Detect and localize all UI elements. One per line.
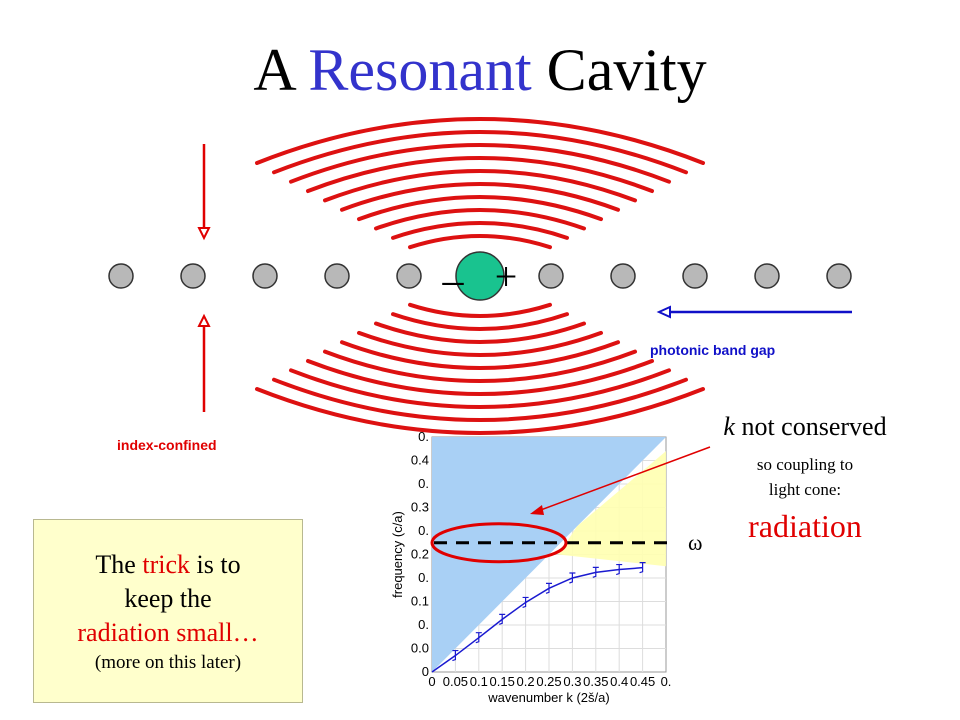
hole [826, 263, 852, 289]
wavefront-arc [306, 358, 654, 396]
hole [180, 263, 206, 289]
band-point [475, 632, 482, 644]
x-tick-label: 0.1 [470, 674, 488, 689]
wavefront-arc [408, 234, 552, 250]
band-point [569, 572, 576, 584]
gap-region [558, 451, 666, 567]
pointer-arrow [537, 446, 711, 512]
radiation-ellipse [430, 522, 568, 564]
title-accent: Resonant [308, 37, 532, 103]
x-tick-label: 0.35 [583, 674, 608, 689]
index-arrow-top-head [197, 227, 211, 241]
band-point [545, 582, 552, 594]
x-tick-label: 0.45 [630, 674, 655, 689]
x-tick-label: 0.15 [490, 674, 515, 689]
hole [538, 263, 564, 289]
hole [324, 263, 350, 289]
wavefront-arc [255, 117, 705, 165]
y-tick-label: 0.0 [411, 641, 429, 656]
band-point [499, 613, 506, 625]
hole [754, 263, 780, 289]
band-point [616, 563, 623, 576]
radiation-wavefronts [255, 117, 705, 435]
pbg-arrow-head [656, 305, 671, 319]
x-tick-label: 0. [661, 674, 672, 689]
wavefront-arc [323, 169, 637, 203]
index-arrow-bottom-head [197, 313, 211, 327]
band-curve [431, 566, 643, 673]
wavefront-arc [357, 330, 603, 357]
y-axis-label: frequency (c/a) [390, 511, 405, 598]
hole [108, 263, 134, 289]
wavefront-arc [374, 208, 586, 231]
y-tick-label: 0.1 [411, 594, 429, 609]
pointer-arrow-head [530, 505, 544, 515]
wavefront-arc [408, 302, 552, 318]
wavefront-arc [272, 377, 688, 422]
x-tick-label: 0.4 [610, 674, 628, 689]
radiation-label: radiation [748, 508, 862, 544]
note-box: The trick is to keep the radiation small… [33, 519, 303, 703]
wavefront-arc [340, 340, 620, 370]
wavefront-arc [289, 368, 671, 409]
k-not-conserved: k not conserved [723, 412, 887, 441]
cavity-defect [455, 251, 505, 301]
y-tick-label: 0. [418, 429, 429, 444]
band-point [639, 562, 646, 574]
y-tick-label: 0. [418, 476, 429, 491]
y-tick-label: 0.3 [411, 500, 429, 515]
y-tick-label: 0. [418, 617, 429, 632]
photonic-band-gap-label: photonic band gap [650, 342, 776, 358]
wavefront-arc [357, 195, 603, 222]
y-tick-label: 0 [422, 664, 429, 679]
x-tick-label: 0 [428, 674, 435, 689]
hole-row [108, 263, 852, 289]
band-point [522, 596, 529, 609]
y-tick-label: 0. [418, 523, 429, 538]
x-tick-label: 0.25 [536, 674, 561, 689]
band-point [452, 649, 459, 662]
hole [682, 263, 708, 289]
band-point [592, 566, 599, 578]
wavefront-arc [391, 221, 569, 240]
wavefront-arc [340, 182, 620, 212]
x-tick-label: 0.2 [517, 674, 535, 689]
wavefront-arc [255, 387, 705, 435]
hole [252, 263, 278, 289]
wavefront-arc [323, 349, 637, 383]
x-tick-label: 0.05 [443, 674, 468, 689]
y-tick-label: 0.2 [411, 547, 429, 562]
wavefront-arc [374, 321, 586, 344]
hole [610, 263, 636, 289]
y-tick-label: 0.4 [411, 453, 429, 468]
wavefront-arc [391, 312, 569, 331]
wavefront-arc [306, 156, 654, 194]
hole [396, 263, 422, 289]
minus-sign: – [442, 258, 465, 304]
wavefront-arc [289, 143, 671, 184]
omega-label: ω [688, 530, 702, 555]
x-axis-label: wavenumber k (2š/a) [487, 690, 609, 705]
page-title: A Resonant Cavity [253, 37, 707, 103]
plus-sign: + [495, 254, 518, 299]
y-tick-label: 0. [418, 570, 429, 585]
wavefront-arc [272, 130, 688, 175]
x-tick-label: 0.3 [563, 674, 581, 689]
index-confined-label: index-confined [117, 437, 217, 453]
